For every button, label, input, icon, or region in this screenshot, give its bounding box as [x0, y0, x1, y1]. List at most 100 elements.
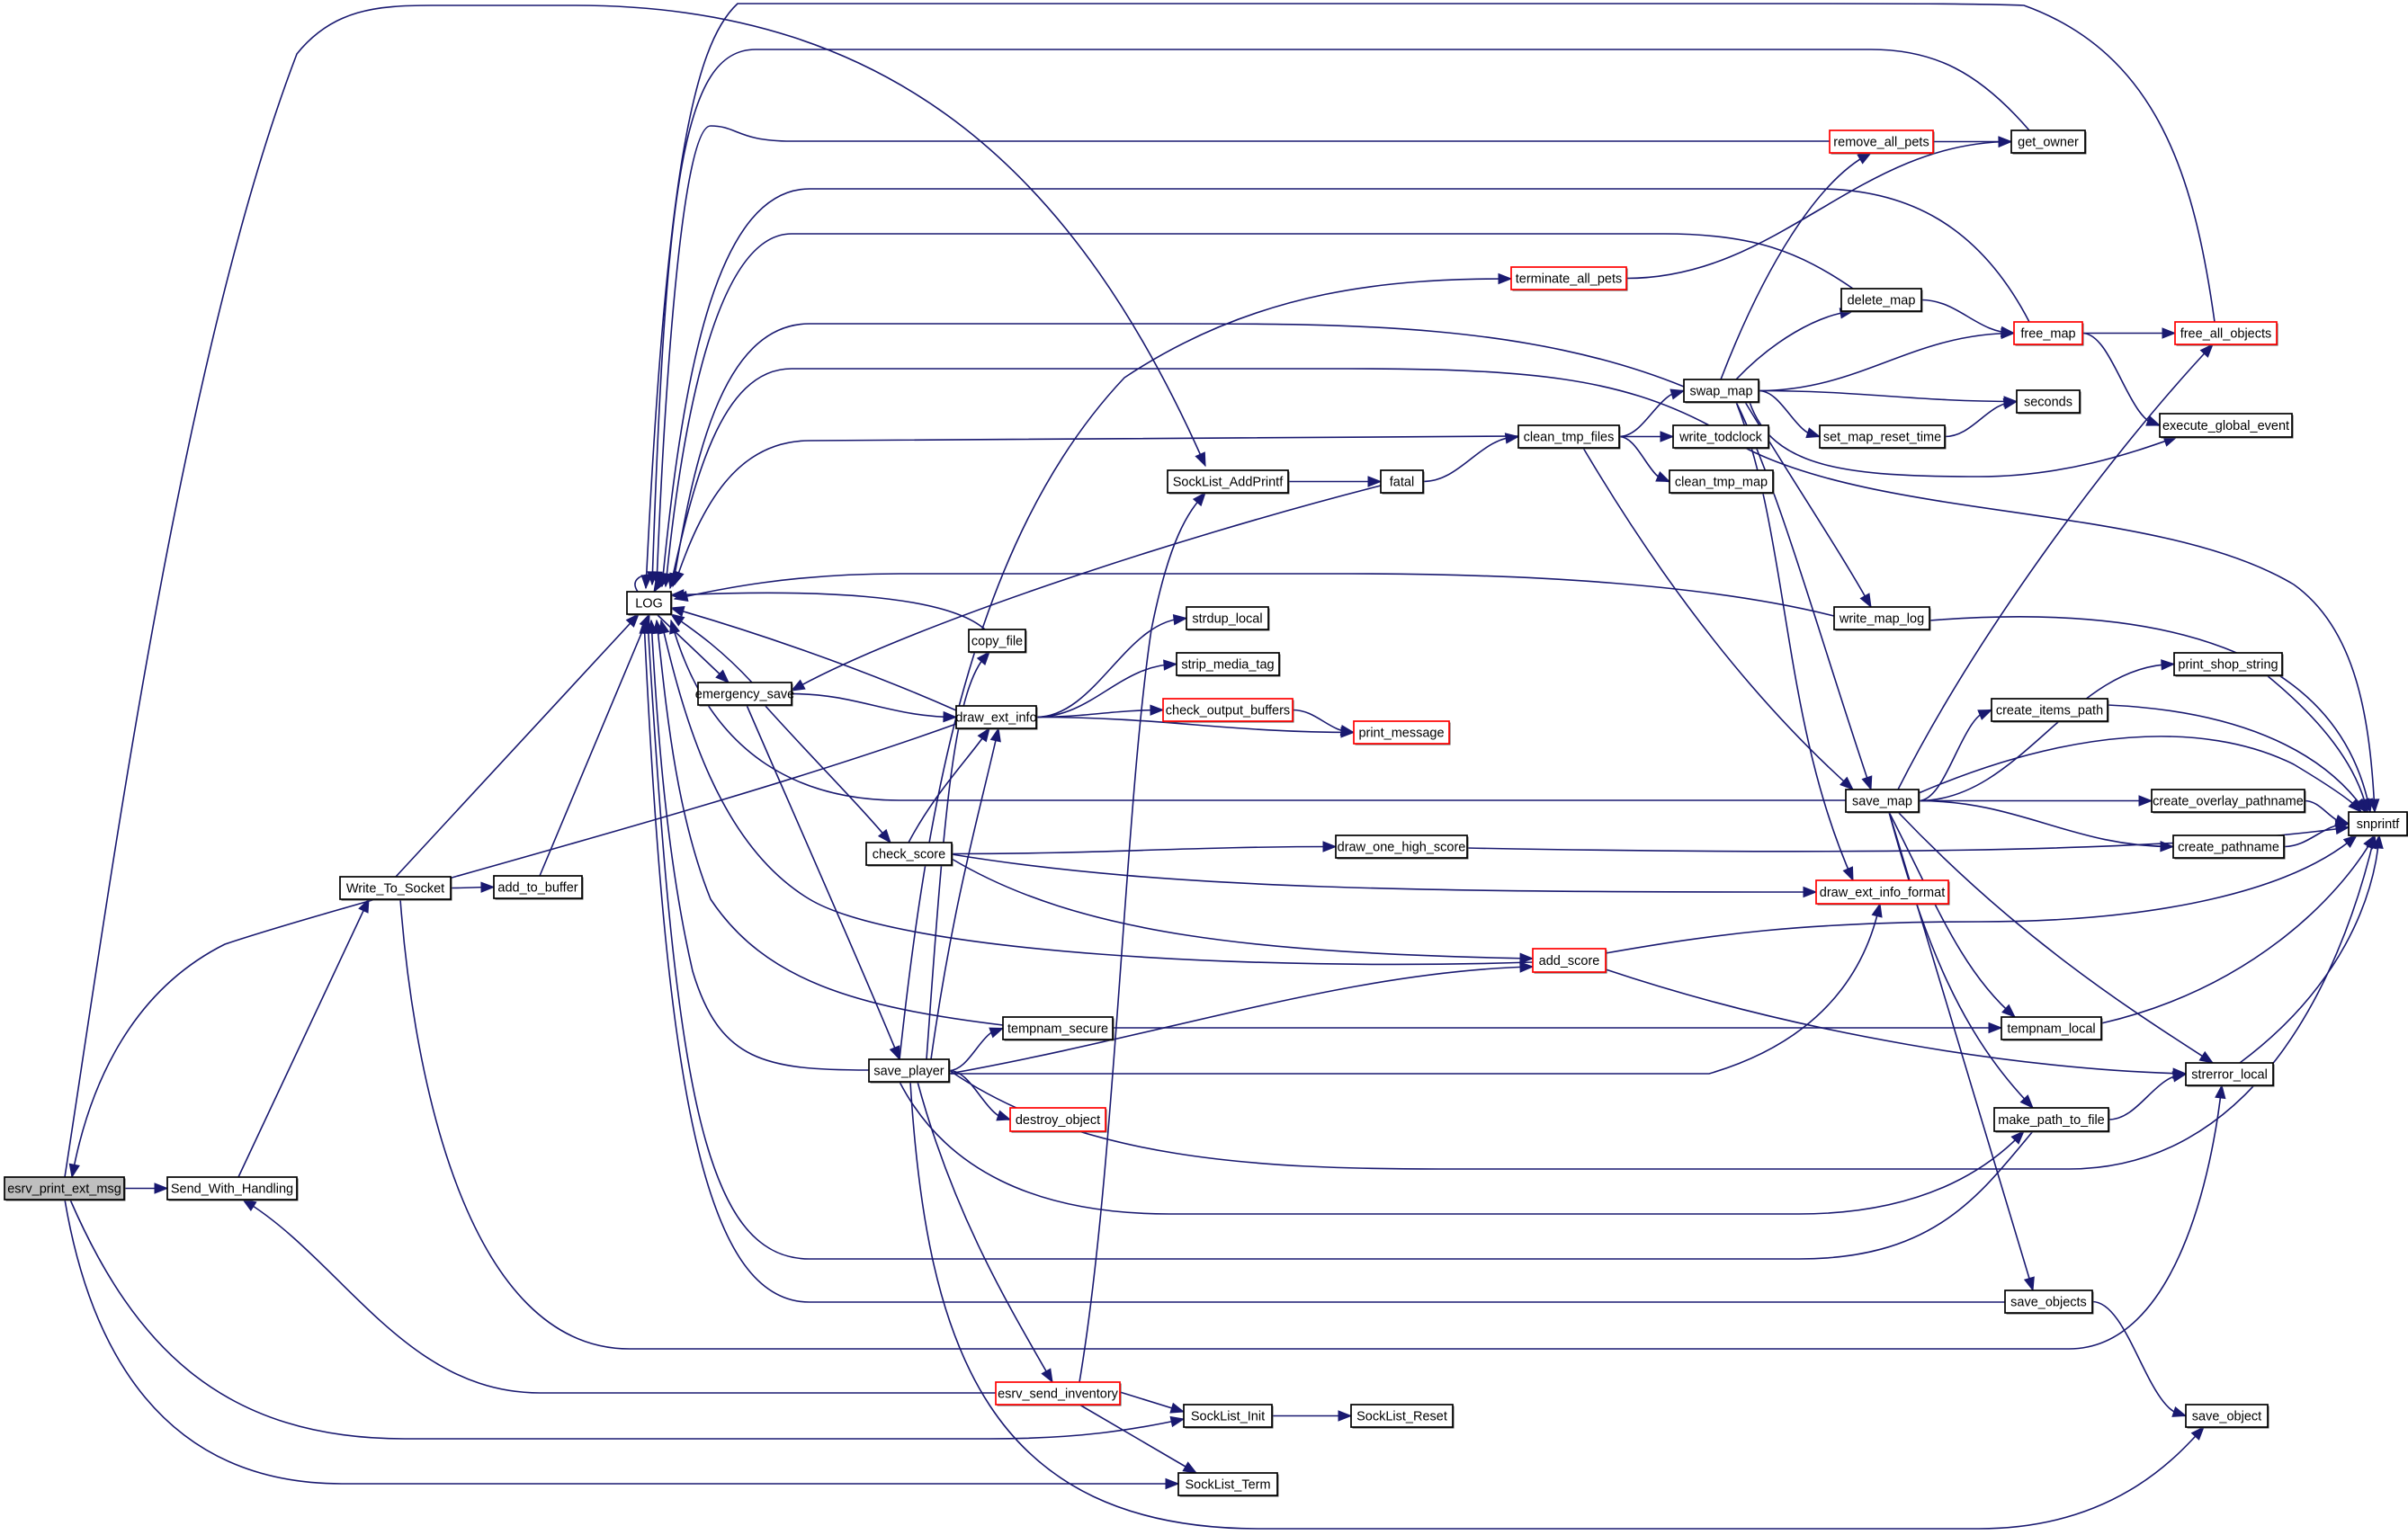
- edge-save_map-to-snprintf: [1918, 736, 2362, 813]
- edge-save_map-to-strerror_local: [1897, 811, 2214, 1064]
- node-box: [1815, 879, 1949, 905]
- node-create-overlay-pathname[interactable]: create_overlay_pathname: [2151, 789, 2306, 814]
- node-save-map[interactable]: save_map: [1845, 789, 1920, 814]
- node-add-to-buffer[interactable]: add_to_buffer: [493, 875, 584, 900]
- edge-swap_map-to-LOG: [672, 323, 1685, 587]
- node-box: [1176, 652, 1280, 676]
- edge-emergency_save-to-save_player: [746, 704, 900, 1060]
- node-check-output-buffers[interactable]: check_output_buffers: [1162, 698, 1294, 723]
- arrowhead-icon: [2198, 1050, 2215, 1064]
- edge-swap_map-to-remove_all_pets: [1720, 152, 1872, 380]
- arrowhead-icon: [1871, 902, 1883, 918]
- node-free-map[interactable]: free_map: [2013, 321, 2084, 346]
- node-label: seconds: [2024, 396, 2072, 410]
- edge-save_player-to-copy_file: [926, 651, 990, 1060]
- node-swap-map[interactable]: swap_map: [1683, 379, 1760, 404]
- node-delete-map[interactable]: delete_map: [1840, 288, 1923, 313]
- node-box: [1532, 948, 1607, 973]
- node-label: remove_all_pets: [1833, 136, 1929, 150]
- edge-write_map_log-to-LOG: [674, 573, 1835, 617]
- arrowhead-icon: [2171, 1071, 2188, 1083]
- edge-clean_tmp_files-to-save_map: [1582, 447, 1854, 790]
- edge-add_score-to-strerror_local: [1605, 968, 2187, 1075]
- node-box: [1829, 129, 1934, 154]
- node-strdup-local[interactable]: strdup_local: [1186, 606, 1270, 631]
- node-tempnam-local[interactable]: tempnam_local: [2001, 1016, 2103, 1041]
- node-get-owner[interactable]: get_owner: [2010, 129, 2087, 155]
- node-destroy-object[interactable]: destroy_object: [1009, 1107, 1107, 1133]
- node-label: SockList_Init: [1191, 1410, 1265, 1424]
- edge-add_score-to-LOG: [660, 620, 1534, 966]
- node-box: [955, 705, 1037, 729]
- node-draw-one-high-score[interactable]: draw_one_high_score: [1335, 834, 1469, 860]
- node-label: tempnam_secure: [1007, 1022, 1108, 1037]
- node-send-with-handling[interactable]: Send_With_Handling: [166, 1176, 299, 1201]
- node-free-all-objects[interactable]: free_all_objects: [2174, 321, 2278, 346]
- node-label: SockList_Reset: [1356, 1410, 1447, 1424]
- node-write-todclock[interactable]: write_todclock: [1672, 424, 1770, 450]
- edge-esrv_print_ext_msg-to-SockList_Term: [64, 1199, 1178, 1485]
- node-clean-tmp-files[interactable]: clean_tmp_files: [1517, 424, 1621, 450]
- node-box: [2185, 1404, 2269, 1428]
- node-socklist-term[interactable]: SockList_Term: [1177, 1472, 1279, 1497]
- node-create-pathname[interactable]: create_pathname: [2172, 834, 2286, 860]
- arrowhead-icon: [2366, 834, 2377, 850]
- node-socklist-reset[interactable]: SockList_Reset: [1350, 1404, 1455, 1429]
- arrowhead-icon: [2342, 834, 2359, 848]
- node-box: [1833, 606, 1930, 630]
- node-box: [2172, 834, 2285, 859]
- edge-save_player-to-draw_ext_info_format: [948, 903, 1881, 1075]
- node-esrv-send-inventory[interactable]: esrv_send_inventory: [995, 1381, 1122, 1406]
- node-print-shop-string[interactable]: print_shop_string: [2173, 652, 2284, 677]
- node-terminate-all-pets[interactable]: terminate_all_pets: [1510, 266, 1628, 291]
- node-box: [2013, 321, 2083, 345]
- node-label: terminate_all_pets: [1516, 272, 1623, 287]
- node-save-objects[interactable]: save_objects: [2004, 1290, 2094, 1315]
- node-copy-file[interactable]: copy_file: [968, 629, 1027, 654]
- node-strerror-local[interactable]: strerror_local: [2185, 1062, 2275, 1087]
- node-print-message[interactable]: print_message: [1353, 720, 1451, 745]
- node-box: [865, 842, 953, 866]
- node-draw-ext-info-format[interactable]: draw_ext_info_format: [1815, 879, 1950, 906]
- node-save-player[interactable]: save_player: [868, 1058, 951, 1084]
- node-clean-tmp-map[interactable]: clean_tmp_map: [1669, 469, 1775, 495]
- node-seconds[interactable]: seconds: [2016, 389, 2081, 415]
- node-write-to-socket[interactable]: Write_To_Socket: [339, 876, 452, 901]
- arrowhead-icon: [1182, 1461, 1198, 1474]
- arrowhead-icon: [977, 727, 990, 743]
- arrowhead-icon: [1169, 1415, 1186, 1428]
- node-write-map-log[interactable]: write_map_log: [1833, 606, 1931, 631]
- node-label: save_objects: [2010, 1296, 2087, 1310]
- node-socklist-addprintf[interactable]: SockList_AddPrintf: [1167, 469, 1290, 495]
- node-label: SockList_AddPrintf: [1173, 476, 1284, 490]
- node-save-object[interactable]: save_object: [2185, 1404, 2269, 1429]
- node-remove-all-pets[interactable]: remove_all_pets: [1829, 129, 1935, 155]
- node-esrv-print-ext-msg[interactable]: esrv_print_ext_msg: [4, 1176, 126, 1201]
- node-box: [1353, 720, 1450, 745]
- node-fatal[interactable]: fatal: [1380, 469, 1425, 495]
- node-check-score[interactable]: check_score: [865, 842, 953, 867]
- node-snprintf[interactable]: snprintf: [2348, 811, 2408, 837]
- node-emergency-save[interactable]: emergency_save: [695, 682, 794, 707]
- edge-draw_ext_info-to-strdup_local: [1035, 617, 1187, 718]
- node-create-items-path[interactable]: create_items_path: [1991, 698, 2109, 723]
- node-add-score[interactable]: add_score: [1532, 948, 1607, 974]
- arrowhead-icon: [877, 828, 891, 844]
- node-box: [1991, 698, 2108, 722]
- node-execute-global-event[interactable]: execute_global_event: [2159, 413, 2294, 439]
- node-label: check_output_buffers: [1166, 704, 1290, 718]
- node-draw-ext-info[interactable]: draw_ext_info: [955, 705, 1038, 730]
- node-socklist-init[interactable]: SockList_Init: [1183, 1404, 1274, 1429]
- arrowhead-icon: [2215, 1084, 2226, 1100]
- arrowhead-icon: [2162, 327, 2177, 339]
- node-box: [1510, 266, 1627, 290]
- node-tempnam-secure[interactable]: tempnam_secure: [1002, 1016, 1114, 1041]
- node-make-path-to-file[interactable]: make_path_to_file: [1993, 1107, 2110, 1133]
- node-set-map-reset-time[interactable]: set_map_reset_time: [1819, 424, 1947, 450]
- arrowhead-icon: [1861, 775, 1873, 791]
- arrowhead-icon: [241, 1199, 257, 1212]
- edge-check_score-to-draw_ext_info_format: [951, 853, 1817, 893]
- node-strip-media-tag[interactable]: strip_media_tag: [1176, 652, 1281, 677]
- arrowhead-icon: [2199, 343, 2214, 358]
- node-log[interactable]: LOG: [626, 591, 673, 616]
